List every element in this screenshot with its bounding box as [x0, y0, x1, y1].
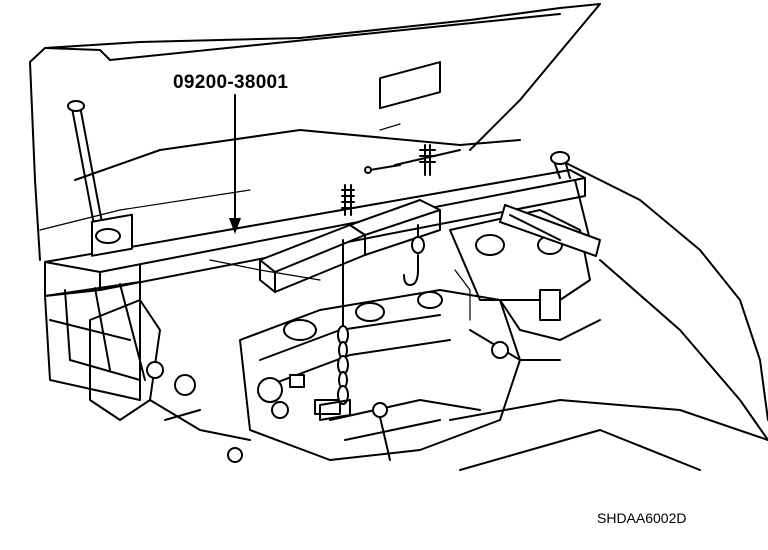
hanger-main-beam — [44, 151, 591, 297]
figure-code-label: SHDAA6002D — [597, 510, 687, 526]
engine-components-left — [89, 259, 321, 463]
engine-components-right — [449, 209, 601, 361]
hanger-cross-beam — [259, 61, 441, 293]
lift-hook — [403, 224, 425, 286]
lift-chain — [319, 239, 351, 421]
hood-prop-rod — [67, 100, 104, 231]
engine-block — [239, 289, 521, 461]
lift-bolts — [341, 144, 461, 216]
callout-leader — [229, 94, 241, 234]
support-stand-right — [499, 204, 601, 257]
tool-part-number-label: 09200-38001 — [173, 72, 289, 93]
hood — [29, 3, 601, 261]
fender-right — [449, 159, 768, 471]
